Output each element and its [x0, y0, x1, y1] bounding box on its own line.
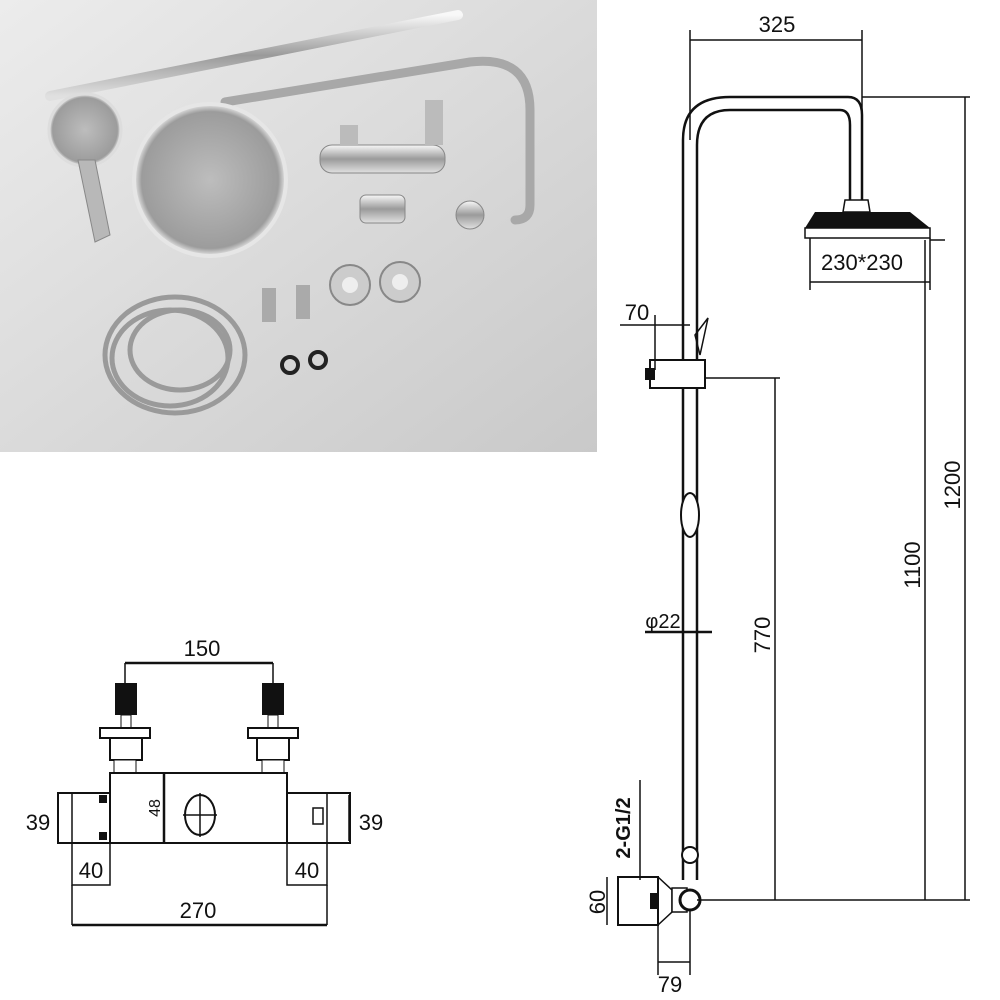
dim-left-end-height: 39 [26, 810, 50, 835]
dim-inlet-thread: 2-G1/2 [613, 797, 635, 858]
rain-shower-head [132, 102, 288, 258]
dim-inlet-height: 60 [585, 890, 610, 914]
product-photo [0, 0, 597, 452]
shower-column-drawing: 325 230*230 70 1200 1100 770 φ22 2-G1/2 … [585, 12, 970, 997]
shower-arm [220, 56, 535, 225]
dim-arm-reach: 325 [759, 12, 796, 37]
dim-right-end-width: 40 [295, 858, 319, 883]
slide-bar [45, 10, 463, 101]
mixer-valve-drawing: 150 48 39 39 40 40 270 [26, 636, 383, 927]
slider [649, 359, 706, 389]
dim-handle-spacing: 150 [184, 636, 221, 661]
dim-pipe-diameter: φ22 [645, 611, 680, 633]
wall-elbow [455, 200, 485, 230]
dim-body-depth: 48 [147, 799, 164, 817]
slider-bracket [359, 194, 406, 224]
dim-total-width: 270 [180, 898, 217, 923]
dim-right-end-height: 39 [359, 810, 383, 835]
dim-head-height: 1100 [900, 541, 925, 588]
dim-left-end-width: 40 [79, 858, 103, 883]
dim-inlet-depth: 79 [658, 972, 682, 997]
shower-hose [102, 294, 248, 416]
dim-slider-height: 770 [750, 617, 775, 654]
thermostatic-mixer [319, 144, 446, 174]
head-shower [805, 212, 930, 228]
dim-wall-offset: 70 [625, 300, 649, 325]
hand-shower-outline [680, 492, 700, 538]
dim-total-height: 1200 [940, 461, 965, 510]
hand-shower [47, 92, 123, 168]
dim-head-size: 230*230 [821, 250, 903, 275]
